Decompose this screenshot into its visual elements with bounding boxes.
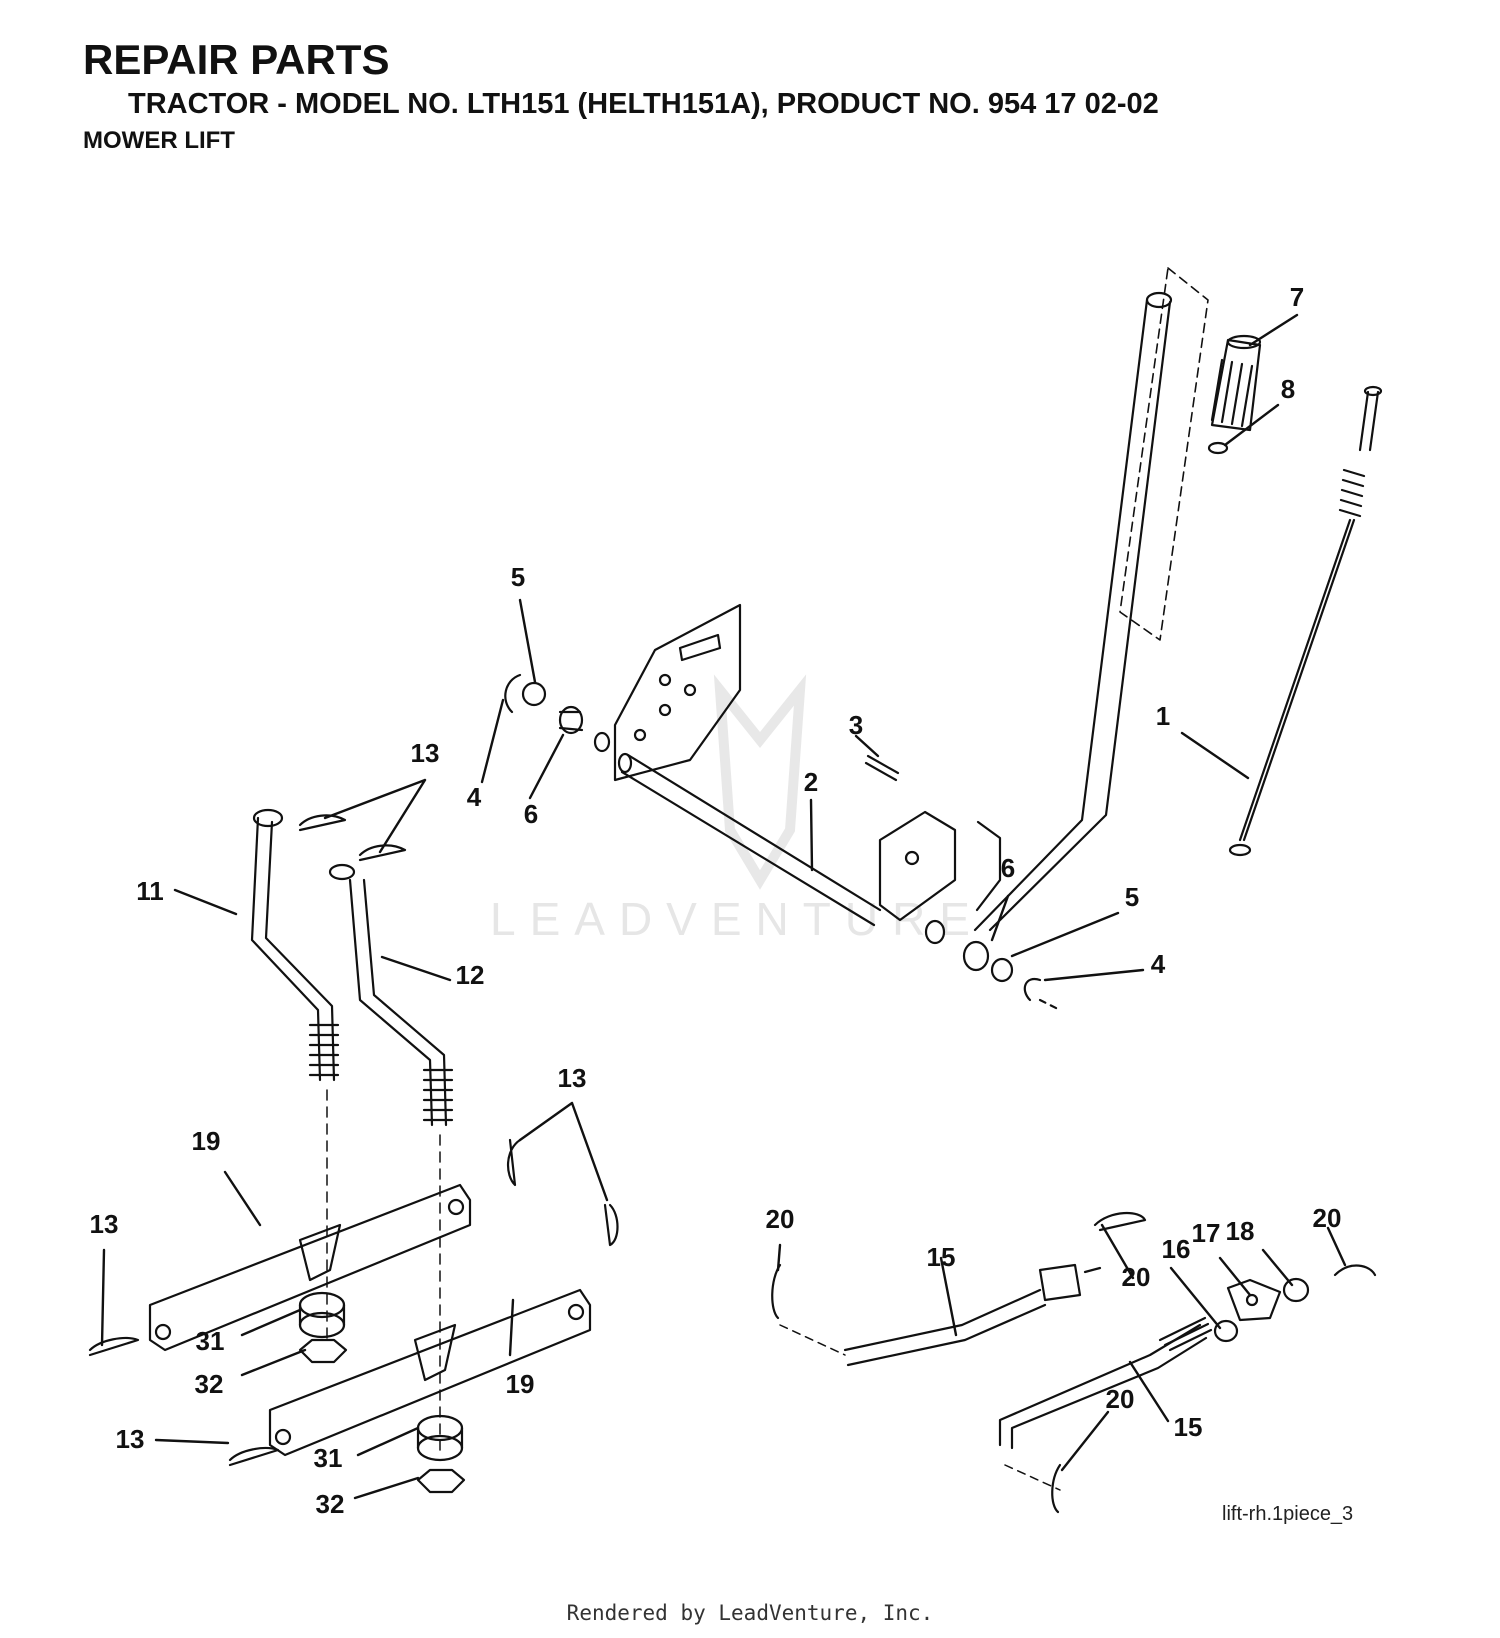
callout-17: 17: [1192, 1218, 1221, 1248]
callout-20-right: 20: [1313, 1203, 1342, 1233]
callout-4-right: 4: [1151, 949, 1166, 979]
lift-arm-lower: [268, 1288, 592, 1457]
callout-20-mid: 20: [1122, 1262, 1151, 1292]
lift-handle: [973, 291, 1173, 932]
callout-31-lower: 31: [314, 1443, 343, 1473]
callout-6-left: 6: [524, 799, 538, 829]
drawing-reference: lift-rh.1piece_3: [1222, 1503, 1353, 1525]
callout-31-upper: 31: [196, 1326, 225, 1356]
section-title: MOWER LIFT: [83, 127, 235, 154]
lift-rod: [1228, 385, 1383, 857]
callout-2: 2: [804, 767, 818, 797]
callout-19-lower: 19: [506, 1369, 535, 1399]
callout-11: 11: [136, 876, 164, 906]
callout-19-upper: 19: [192, 1126, 221, 1156]
callout-32-upper: 32: [195, 1369, 224, 1399]
watermark: LEADVENTURE: [490, 674, 984, 945]
footer-credit: Rendered by LeadVenture, Inc.: [566, 1601, 934, 1625]
callout-5-left: 5: [511, 562, 525, 592]
mounting-plate: [613, 603, 742, 782]
callout-18: 18: [1226, 1216, 1255, 1246]
callout-13-mid: 13: [558, 1063, 587, 1093]
link-rod-11: [250, 808, 340, 1082]
callout-13-left: 13: [90, 1209, 119, 1239]
grip-nut: [1207, 441, 1229, 455]
hairpin-clips-13: [88, 814, 619, 1467]
adjust-rod-lower: [998, 1316, 1213, 1491]
callout-labels: 7 8 5 3 1 13 2 4 6 6 11 5 4 12 13 19 13 …: [90, 282, 1342, 1519]
callout-4-left: 4: [467, 782, 482, 812]
lift-arm-upper: [148, 1183, 472, 1352]
model-subtitle: TRACTOR - MODEL NO. LTH151 (HELTH151A), …: [128, 88, 1159, 120]
roll-pin: [864, 754, 900, 782]
page-title: REPAIR PARTS: [83, 36, 390, 83]
handle-grip-outline: [1119, 267, 1209, 641]
center-lines: [326, 1089, 441, 1451]
adjust-block-hardware: [1213, 1264, 1377, 1343]
callout-32-lower: 32: [316, 1489, 345, 1519]
callout-16: 16: [1162, 1234, 1191, 1264]
watermark-text: LEADVENTURE: [490, 893, 984, 945]
callout-13-top: 13: [411, 738, 440, 768]
hairpin-clips-20: [771, 1212, 1147, 1514]
right-hardware: [924, 919, 1062, 1012]
callout-5-right: 5: [1125, 882, 1139, 912]
callout-8: 8: [1281, 374, 1295, 404]
callout-15-lower: 15: [1174, 1412, 1203, 1442]
adjust-rod-upper: [779, 1263, 1102, 1367]
link-rod-12: [328, 863, 454, 1127]
lift-shaft: [617, 752, 957, 927]
left-hardware: [504, 673, 611, 753]
spacers-nuts: [298, 1291, 466, 1494]
callout-20-left: 20: [766, 1204, 795, 1234]
callout-15-upper: 15: [927, 1242, 956, 1272]
callout-1: 1: [1156, 701, 1170, 731]
callout-13-bottom: 13: [116, 1424, 145, 1454]
callout-3: 3: [849, 710, 863, 740]
callout-20-lower: 20: [1106, 1384, 1135, 1414]
callout-6-right: 6: [1001, 853, 1015, 883]
handle-grip: [1210, 334, 1262, 432]
leader-lines: [100, 313, 1347, 1500]
callout-7: 7: [1290, 282, 1304, 312]
callout-12: 12: [456, 960, 485, 990]
